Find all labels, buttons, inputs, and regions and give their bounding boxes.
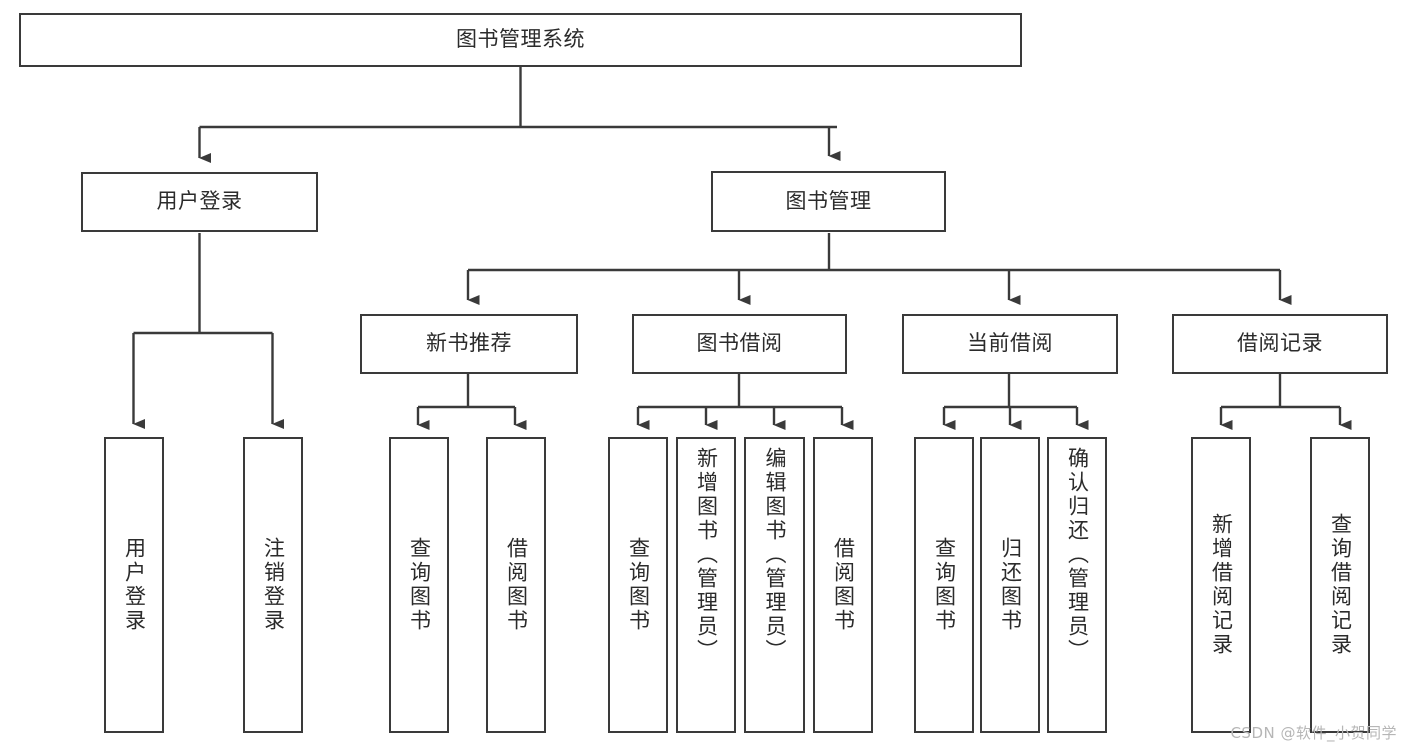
leaf-new-book-rec-2[interactable]: 借阅图书 [486,437,546,733]
node-book-manage[interactable]: 图书管理 [711,171,946,232]
node-current-borrow[interactable]: 当前借阅 [902,314,1118,374]
node-borrow-record-label: 借阅记录 [1237,331,1323,356]
leaf-borrow-record-1-label: 新增借阅记录 [1209,513,1234,657]
leaf-borrow-record-2[interactable]: 查询借阅记录 [1310,437,1370,733]
leaf-book-borrow-2[interactable]: 新增图书（管理员） [676,437,736,733]
leaf-book-borrow-4[interactable]: 借阅图书 [813,437,873,733]
leaf-new-book-rec-1[interactable]: 查询图书 [389,437,449,733]
node-user-login-label: 用户登录 [156,189,243,214]
leaf-book-borrow-2-label: 新增图书（管理员） [694,447,719,663]
leaf-new-book-rec-1-label: 查询图书 [407,537,432,633]
leaf-book-borrow-1-label: 查询图书 [626,537,651,633]
node-new-book-rec[interactable]: 新书推荐 [360,314,578,374]
leaf-new-book-rec-2-label: 借阅图书 [504,537,529,633]
leaf-book-borrow-3-label: 编辑图书（管理员） [763,447,787,663]
leaf-current-borrow-3-label: 确认归还（管理员） [1065,447,1090,663]
node-current-borrow-label: 当前借阅 [967,331,1053,356]
node-new-book-rec-label: 新书推荐 [426,331,512,356]
node-root[interactable]: 图书管理系统 [19,13,1022,67]
node-book-borrow[interactable]: 图书借阅 [632,314,847,374]
leaf-current-borrow-1[interactable]: 查询图书 [914,437,974,733]
node-book-borrow-label: 图书借阅 [696,331,783,356]
leaf-borrow-record-1[interactable]: 新增借阅记录 [1191,437,1251,733]
node-borrow-record[interactable]: 借阅记录 [1172,314,1388,374]
node-user-login[interactable]: 用户登录 [81,172,318,232]
node-root-label: 图书管理系统 [456,27,585,52]
leaf-current-borrow-2-label: 归还图书 [998,537,1023,633]
leaf-user-login-2[interactable]: 注销登录 [243,437,303,733]
leaf-borrow-record-2-label: 查询借阅记录 [1328,513,1353,657]
leaf-user-login-1[interactable]: 用户登录 [104,437,164,733]
leaf-book-borrow-4-label: 借阅图书 [831,537,856,633]
leaf-current-borrow-3[interactable]: 确认归还（管理员） [1047,437,1107,733]
watermark-text: CSDN @软件_小贺同学 [1230,724,1397,742]
leaf-book-borrow-1[interactable]: 查询图书 [608,437,668,733]
leaf-user-login-1-label: 用户登录 [122,537,147,633]
leaf-book-borrow-3[interactable]: 编辑图书（管理员） [744,437,805,733]
leaf-current-borrow-1-label: 查询图书 [932,537,957,633]
leaf-current-borrow-2[interactable]: 归还图书 [980,437,1040,733]
node-book-manage-label: 图书管理 [785,188,872,213]
leaf-user-login-2-label: 注销登录 [261,537,286,633]
